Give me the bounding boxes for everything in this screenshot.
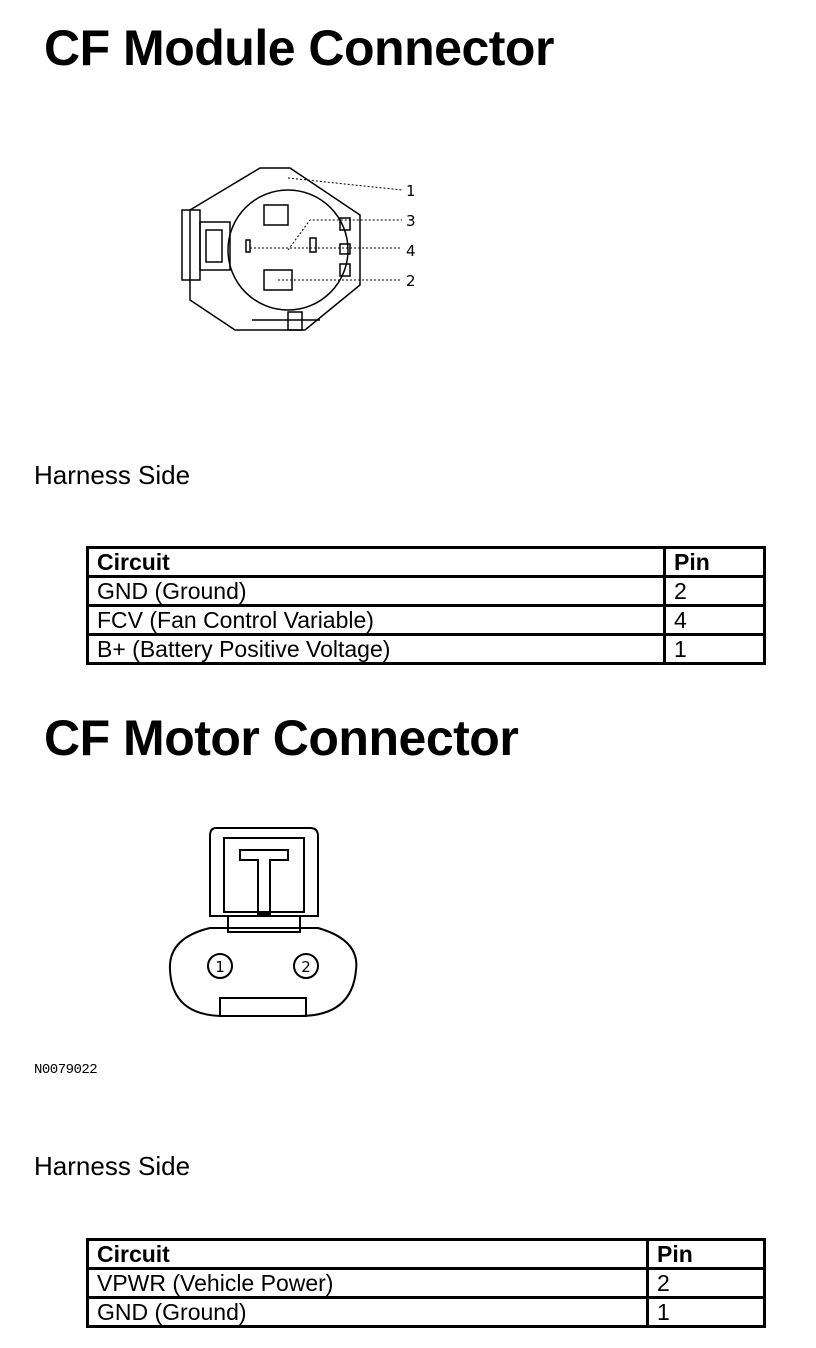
table-row: GND (Ground) 1 [86, 1296, 766, 1328]
table-header-row: Circuit Pin [86, 546, 766, 578]
pin-callout-2: 2 [406, 272, 416, 290]
pin-cell: 2 [646, 1267, 766, 1299]
harness-side-label: Harness Side [34, 460, 191, 490]
pin-callout-3: 3 [406, 212, 416, 230]
motor-pin-table: Circuit Pin VPWR (Vehicle Power) 2 GND (… [86, 1238, 766, 1328]
column-header-circuit: Circuit [86, 1238, 649, 1270]
pin-callout-4: 4 [406, 242, 416, 260]
pin-cell: 4 [663, 604, 766, 636]
circuit-cell: GND (Ground) [86, 575, 666, 607]
pin-callout-1: 1 [406, 182, 416, 200]
motor-connector-title: CF Motor Connector [44, 710, 519, 766]
module-connector-title: CF Module Connector [44, 20, 554, 76]
table-row: GND (Ground) 2 [86, 575, 766, 607]
motor-pin-1-label: 1 [215, 958, 225, 976]
column-header-pin: Pin [646, 1238, 766, 1270]
pin-cell: 1 [663, 633, 766, 665]
circuit-cell: FCV (Fan Control Variable) [86, 604, 666, 636]
column-header-circuit: Circuit [86, 546, 666, 578]
column-header-pin: Pin [663, 546, 766, 578]
module-pin-table: Circuit Pin GND (Ground) 2 FCV (Fan Cont… [86, 546, 766, 665]
circuit-cell: VPWR (Vehicle Power) [86, 1267, 649, 1299]
motor-connector-diagram: 1 2 [168, 827, 358, 1017]
figure-code: N0079022 [34, 1062, 98, 1078]
motor-pin-2-label: 2 [301, 958, 311, 976]
pin-cell: 1 [646, 1296, 766, 1328]
module-connector-diagram: 1 3 4 2 [181, 167, 416, 331]
circuit-cell: GND (Ground) [86, 1296, 649, 1328]
table-header-row: Circuit Pin [86, 1238, 766, 1270]
table-row: VPWR (Vehicle Power) 2 [86, 1267, 766, 1299]
circuit-cell: B+ (Battery Positive Voltage) [86, 633, 666, 665]
table-row: B+ (Battery Positive Voltage) 1 [86, 633, 766, 665]
harness-side-label: Harness Side [34, 1151, 191, 1181]
table-row: FCV (Fan Control Variable) 4 [86, 604, 766, 636]
pin-cell: 2 [663, 575, 766, 607]
